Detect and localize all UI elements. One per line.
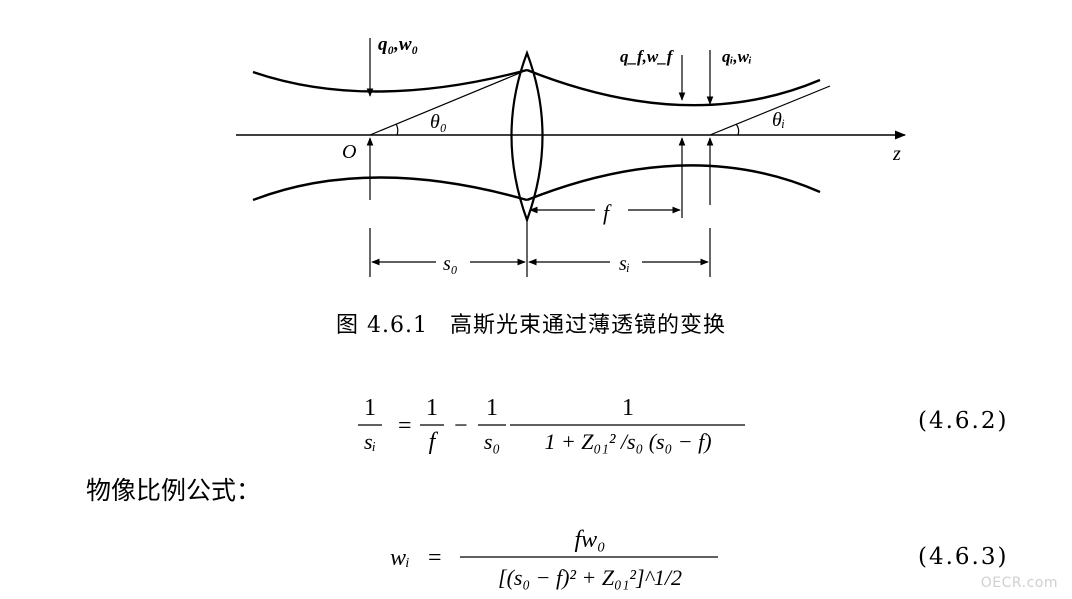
gaussian-beam-lens-figure: q₀,w₀ q_f,w_f qᵢ,wᵢ O θ₀ θᵢ z f s₀ sᵢ bbox=[236, 34, 907, 277]
eq2-t3-num: 1 bbox=[622, 395, 634, 421]
beam-envelope-lower-left bbox=[252, 176, 528, 202]
equation-4-6-3-number: (4.6.3) bbox=[918, 544, 1009, 570]
figure-caption: 图 4.6.1 高斯光束通过薄透镜的变换 bbox=[336, 307, 726, 339]
eq2-t3-den: 1 + Z₀₁² /s₀ (s₀ − f) bbox=[544, 429, 711, 454]
eq2-t1-num: 1 bbox=[426, 395, 438, 421]
eq2-t1-den: f bbox=[429, 429, 439, 455]
label-origin: O bbox=[342, 141, 356, 163]
theta0-ray bbox=[369, 69, 528, 136]
figure-caption-number: 图 4.6.1 bbox=[336, 313, 428, 338]
label-z-axis: z bbox=[892, 143, 901, 165]
label-q0-w0: q₀,w₀ bbox=[378, 34, 418, 55]
label-s0: s₀ bbox=[443, 253, 458, 275]
eq3-num: fw₀ bbox=[574, 527, 605, 553]
theta0-arc bbox=[395, 123, 399, 136]
eq2-t2-num: 1 bbox=[486, 395, 498, 421]
beam-envelope-upper-left bbox=[252, 68, 528, 93]
beam-envelope-upper-right bbox=[526, 68, 821, 107]
svg-text:=: = bbox=[428, 545, 442, 571]
thetai-ray bbox=[709, 85, 831, 136]
label-theta0: θ₀ bbox=[430, 111, 447, 133]
label-qf-wf: q_f,w_f bbox=[620, 47, 675, 66]
svg-text:=: = bbox=[398, 413, 412, 439]
eq3-den: [(s₀ − f)² + Z₀₁²]^1/2 bbox=[498, 565, 682, 590]
body-text-line: 物像比例公式： bbox=[86, 476, 262, 505]
label-f: f bbox=[603, 200, 612, 225]
equation-4-6-3: wᵢ = fw₀ [(s₀ − f)² + Z₀₁²]^1/2 bbox=[390, 527, 718, 590]
svg-text:−: − bbox=[454, 413, 468, 439]
watermark: OECR.com bbox=[980, 575, 1058, 591]
equation-4-6-2: 1 sᵢ = 1 f − 1 s₀ 1 1 + Z₀₁² /s₀ (s₀ − f… bbox=[358, 395, 745, 455]
label-si: sᵢ bbox=[619, 253, 630, 275]
label-thetai: θᵢ bbox=[772, 109, 785, 131]
eq3-lhs: wᵢ bbox=[390, 545, 410, 571]
eq2-t2-den: s₀ bbox=[484, 429, 500, 454]
equation-4-6-2-number: (4.6.2) bbox=[918, 408, 1009, 434]
thetai-arc bbox=[735, 123, 740, 136]
beam-envelope-lower-right bbox=[526, 164, 821, 202]
eq2-lhs-den: sᵢ bbox=[364, 429, 376, 454]
eq2-lhs-num: 1 bbox=[364, 395, 376, 421]
figure-caption-text: 高斯光束通过薄透镜的变换 bbox=[449, 313, 726, 338]
label-qi-wi: qᵢ,wᵢ bbox=[722, 47, 752, 66]
